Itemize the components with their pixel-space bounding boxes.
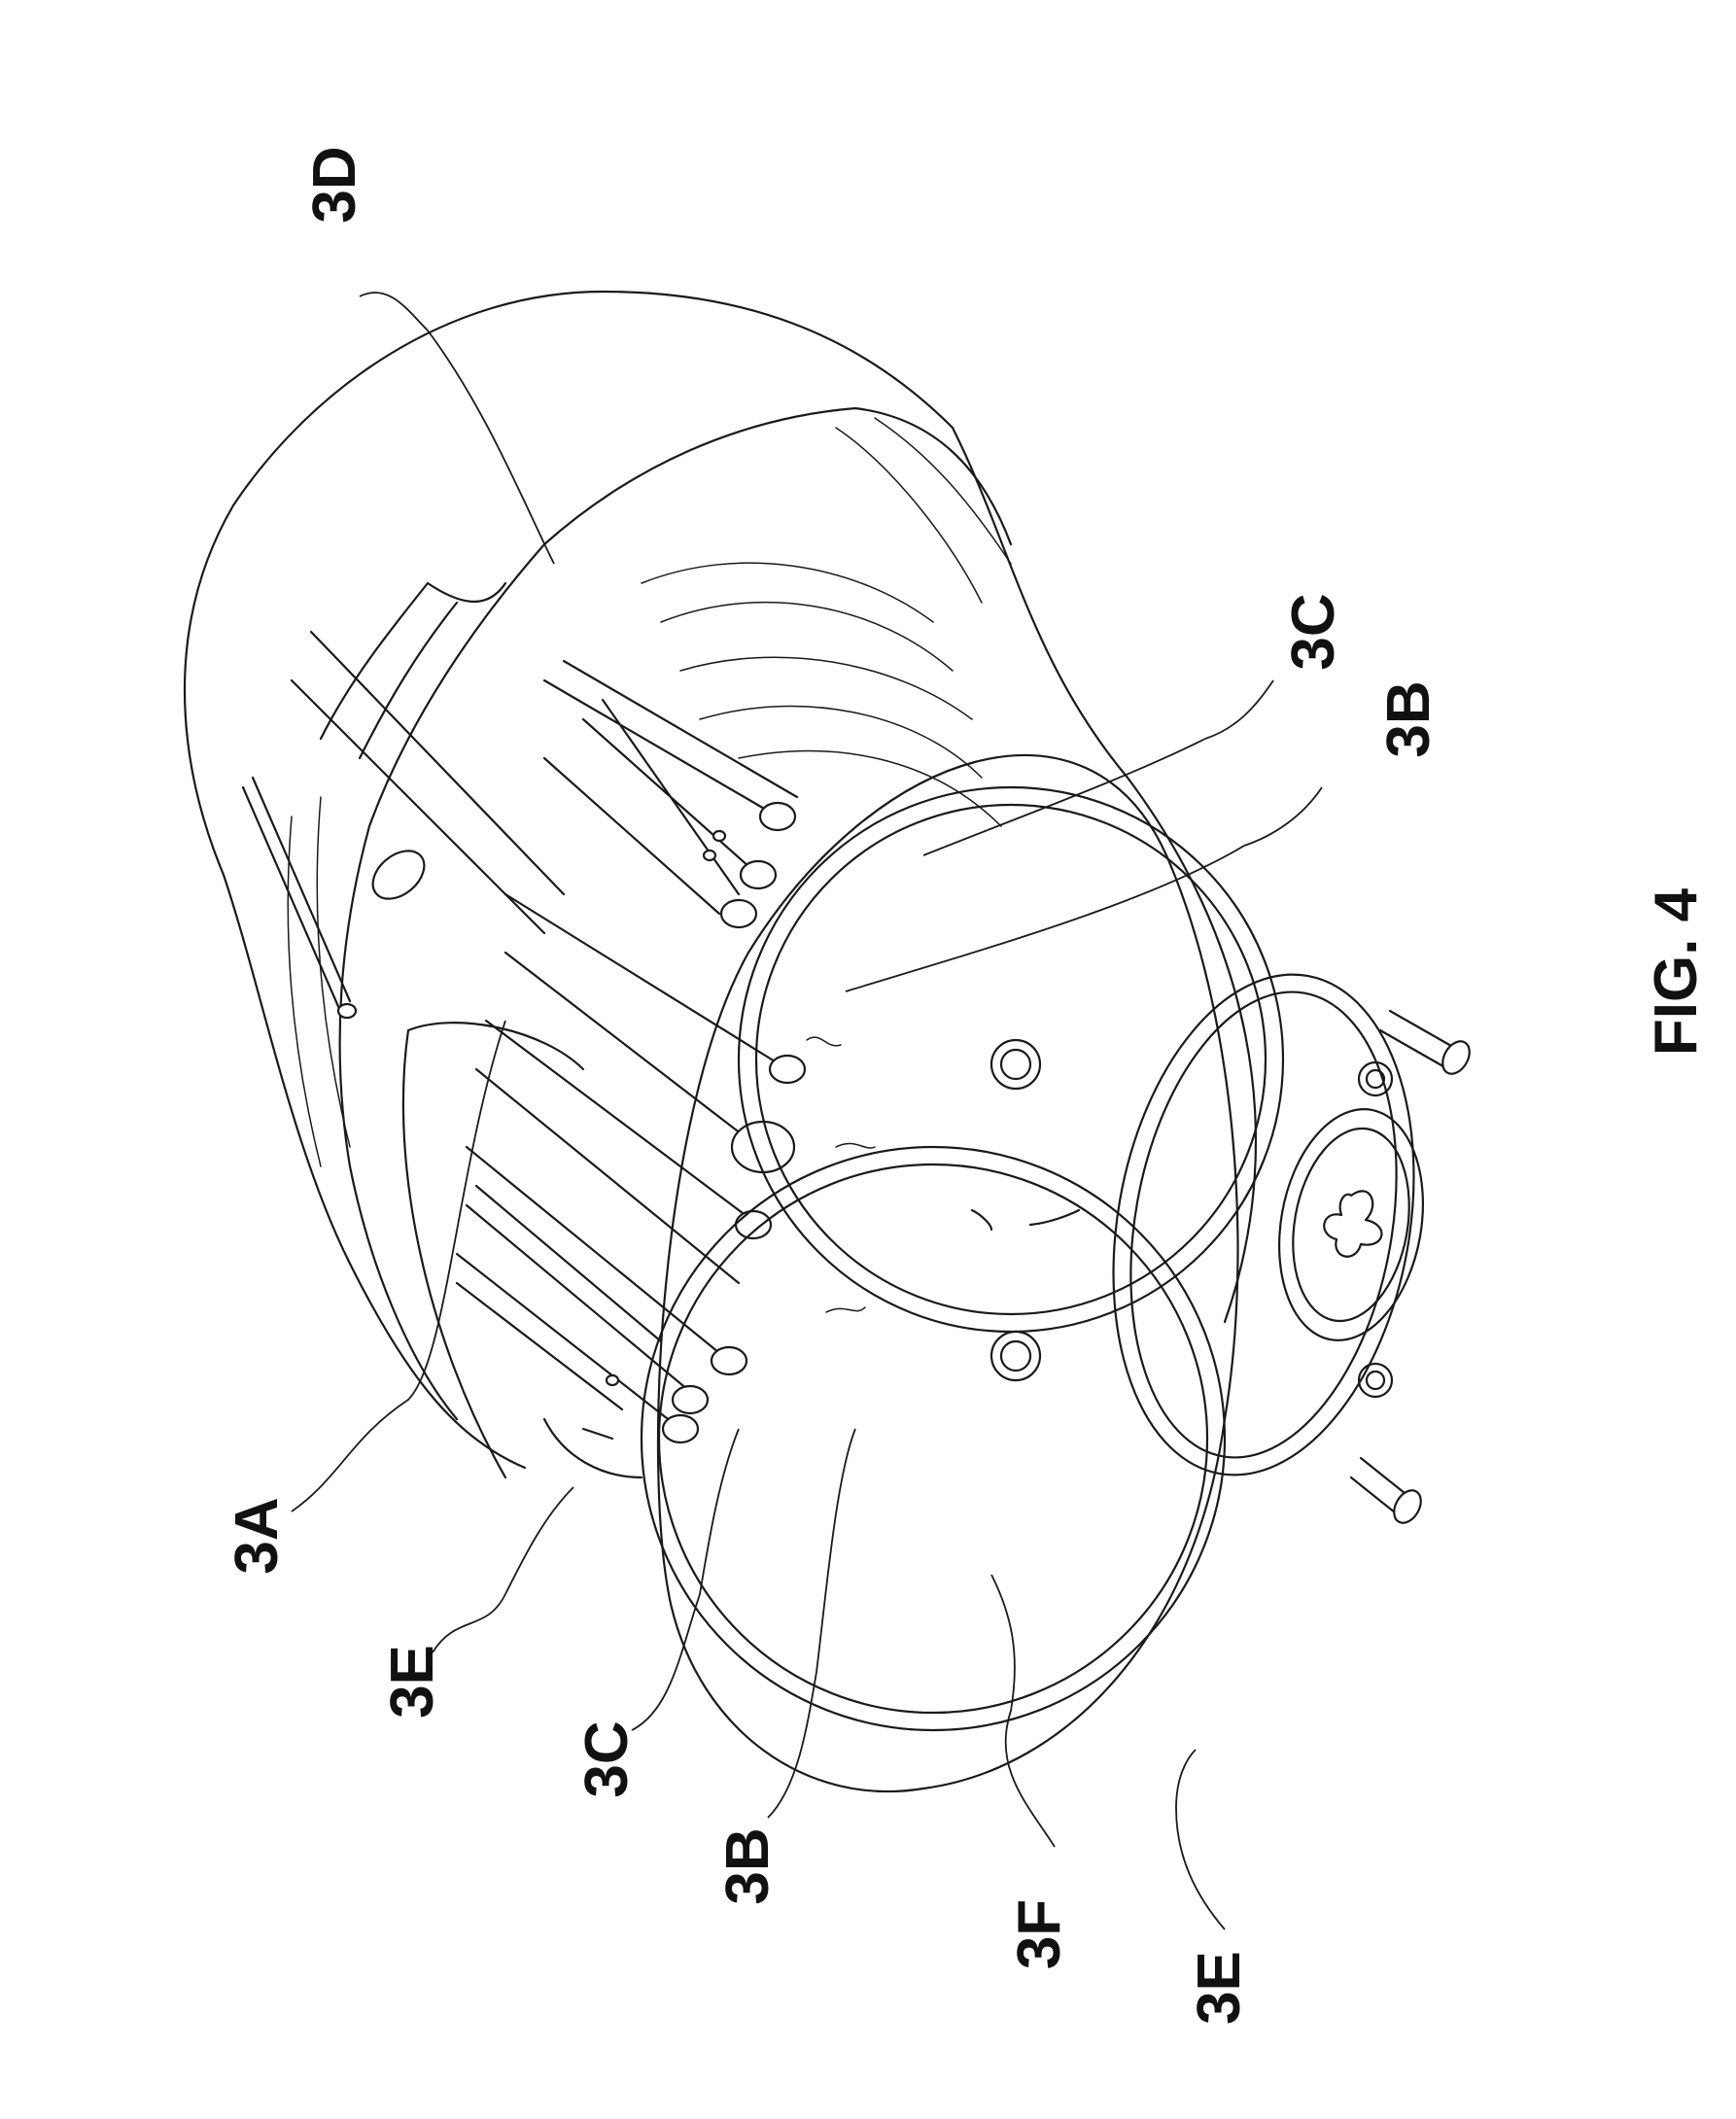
- peripheral-nerve-3E: [544, 1419, 642, 1477]
- lower-bundle: [457, 1147, 746, 1442]
- figure-caption: FIG. 4: [1643, 887, 1710, 1056]
- exit-tube-bottom-end: [1389, 1485, 1427, 1527]
- vessel-tissue-small: [243, 778, 350, 1011]
- fascia-arcs: [642, 563, 1001, 826]
- side-chamber-core-outer: [1262, 1097, 1440, 1351]
- leader-3D: [360, 293, 554, 564]
- outer-tissue-outline: [185, 292, 1256, 1468]
- label-3B-right: 3B: [1375, 680, 1442, 757]
- label-3E-left: 3E: [379, 1645, 446, 1719]
- leader-3B-left: [768, 1429, 855, 1818]
- label-3B-left: 3B: [714, 1827, 781, 1904]
- label-3C-left: 3C: [573, 1720, 641, 1797]
- label-3E-bottom: 3E: [1186, 1951, 1253, 2025]
- spinal-cord-shape: [1324, 1191, 1381, 1256]
- label-3C-right: 3C: [1280, 593, 1347, 670]
- side-chamber-core-inner: [1279, 1119, 1424, 1330]
- label-3D: 3D: [301, 146, 368, 223]
- leader-3E-left: [433, 1487, 573, 1652]
- leader-3B-right: [846, 787, 1322, 991]
- chamber-lower-outer: [642, 1147, 1225, 1730]
- leader-3E-bottom: [1176, 1750, 1225, 1929]
- exit-tube-top-end: [1438, 1036, 1476, 1078]
- vessel-tissue-upper: [292, 632, 564, 933]
- chamber-upper-inner: [756, 805, 1266, 1314]
- chamber-upper-port: [991, 1040, 1040, 1089]
- upper-bundle: [544, 661, 797, 927]
- middle-bundle: [476, 894, 805, 1283]
- chamber-lower-port-inner: [1001, 1341, 1030, 1371]
- septum-3A: [403, 1023, 583, 1477]
- side-port-bottom: [1359, 1364, 1392, 1397]
- tissue-inner-contour: [340, 408, 1011, 1419]
- leader-3C-left: [632, 1429, 739, 1730]
- tissue-fold-top: [836, 418, 1011, 603]
- leader-3C-right: [923, 680, 1273, 855]
- vessel-tissue-small-end: [338, 1004, 356, 1018]
- chamber-lower-inner: [659, 1164, 1207, 1713]
- chamber-lower-port: [991, 1332, 1040, 1380]
- chamber-septum: [972, 1210, 1079, 1230]
- leader-3F: [991, 1575, 1055, 1847]
- label-3A: 3A: [224, 1497, 291, 1574]
- chamber-upper-port-inner: [1001, 1050, 1030, 1079]
- label-3F: 3F: [1006, 1899, 1073, 1969]
- side-port-bottom-inner: [1367, 1372, 1384, 1389]
- vessel-tissue-upper-end: [364, 841, 434, 908]
- side-chamber-ring: [1096, 971, 1431, 1478]
- side-port-top: [1359, 1062, 1392, 1095]
